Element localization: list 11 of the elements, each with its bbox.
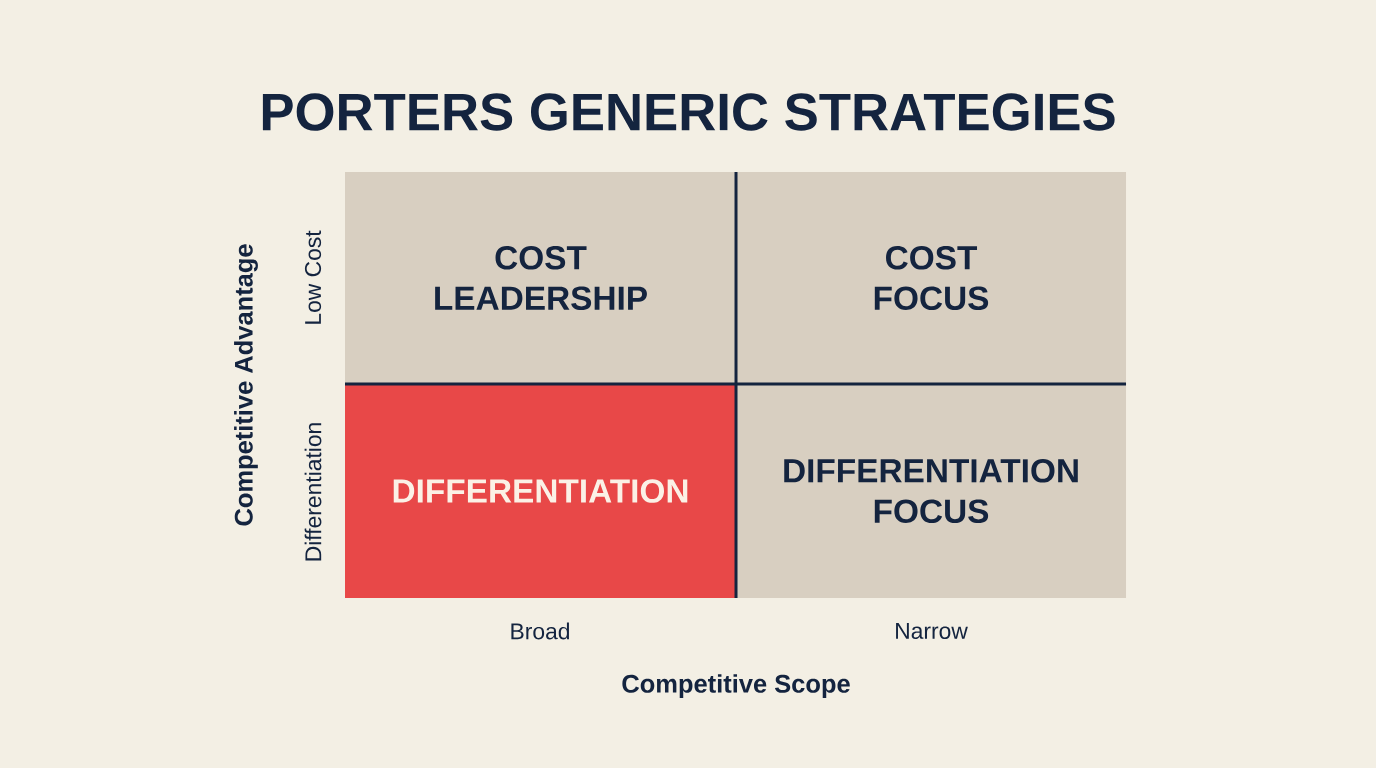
strategy-cell: COST FOCUS: [736, 172, 1126, 384]
axis-label: Narrow: [896, 623, 968, 639]
strategy-cell: COST LEADERSHIP: [345, 172, 736, 384]
axis-title: Competitive Scope: [622, 674, 850, 698]
strategy-cell: DIFFERENTIATION FOCUS: [736, 384, 1126, 598]
axis-title: Competitive Advantage: [234, 244, 258, 526]
axis-label: Broad: [511, 622, 569, 640]
axis-label: Low Cost: [304, 230, 322, 324]
strategy-cell: DIFFERENTIATION: [345, 384, 736, 598]
title: PORTERS GENERIC STRATEGIES: [262, 93, 1115, 131]
axis-label: Differentiation: [304, 423, 322, 561]
